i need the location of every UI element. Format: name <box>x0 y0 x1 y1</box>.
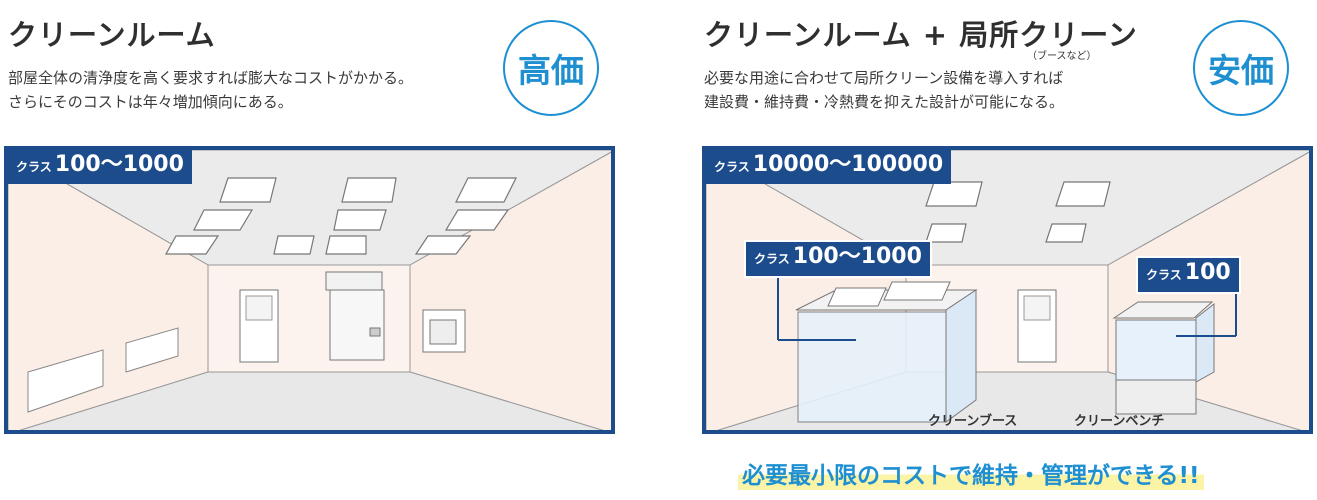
right-title-note: （ブースなど） <box>1027 51 1097 62</box>
right-title: クリーンルーム + 局所クリーン <box>704 12 1138 54</box>
right-room-drawing <box>706 150 1309 430</box>
bench-class-prefix: クラス <box>1146 268 1182 282</box>
booth-class-value: 100～1000 <box>792 244 922 269</box>
left-class-value: 100～1000 <box>54 152 184 177</box>
price-badge-expensive: 高価 <box>503 20 599 116</box>
left-room-drawing <box>8 150 611 430</box>
right-title-plus: + <box>922 18 949 52</box>
left-title: クリーンルーム <box>8 18 216 52</box>
booth-class-prefix: クラス <box>754 252 790 266</box>
left-class-prefix: クラス <box>16 160 52 174</box>
bench-class-value: 100 <box>1184 260 1231 285</box>
right-description-line-2: 建設費・維持費・冷熱費を抑えた設計が可能になる。 <box>704 93 1065 111</box>
right-room-class-value: 10000～100000 <box>752 152 944 177</box>
right-description-line-1: 必要な用途に合わせて局所クリーン設備を導入すれば <box>704 69 1064 87</box>
right-room-class-prefix: クラス <box>714 160 750 174</box>
left-description-line-1: 部屋全体の清浄度を高く要求すれば膨大なコストがかかる。 <box>8 69 414 87</box>
clean-booth-label: クリーンブース <box>928 414 1018 429</box>
right-title-local: 局所クリーン <box>959 18 1138 52</box>
price-badge-cheap: 安価 <box>1193 20 1289 116</box>
clean-bench-label: クリーンベンチ <box>1074 414 1165 429</box>
right-title-main: クリーンルーム <box>704 18 912 52</box>
left-description-line-2: さらにそのコストは年々増加傾向にある。 <box>8 93 293 111</box>
cost-slogan: 必要最小限のコストで維持・管理ができる!! <box>738 456 1204 490</box>
